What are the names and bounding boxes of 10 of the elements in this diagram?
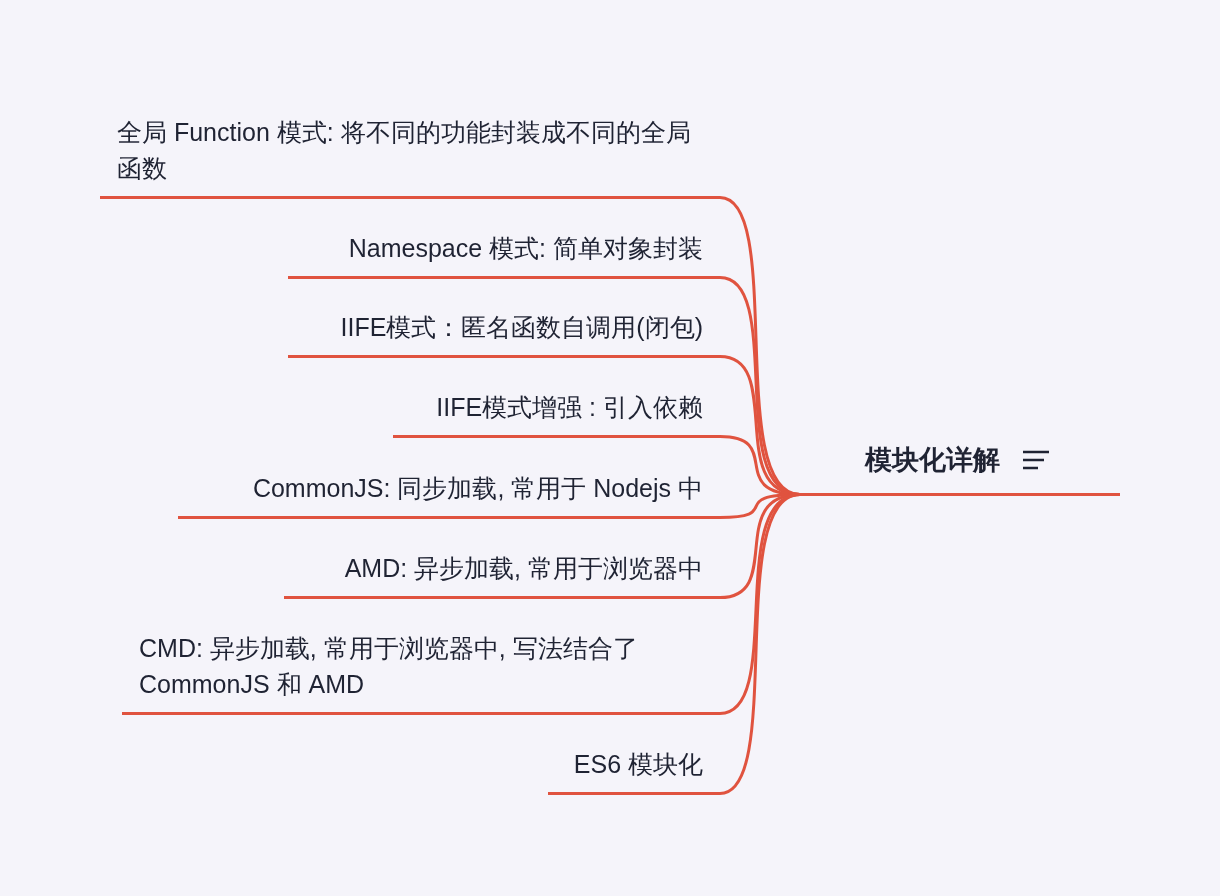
branch-connector — [719, 493, 801, 795]
topic-label: IIFE模式增强 : 引入依赖 — [393, 378, 720, 438]
topic-label: 全局 Function 模式: 将不同的功能封装成不同的全局函数 — [100, 107, 720, 199]
topic-label: Namespace 模式: 简单对象封装 — [288, 219, 720, 279]
topic-label: IIFE模式：匿名函数自调用(闭包) — [288, 298, 720, 358]
topic-label: CMD: 异步加载, 常用于浏览器中, 写法结合了 CommonJS 和 AMD — [122, 623, 720, 715]
topic-title: 模块化详解 — [865, 443, 1000, 477]
topic-label: AMD: 异步加载, 常用于浏览器中 — [284, 539, 720, 599]
topic-label: CommonJS: 同步加载, 常用于 Nodejs 中 — [178, 459, 720, 519]
topic-label: ES6 模块化 — [548, 735, 720, 795]
